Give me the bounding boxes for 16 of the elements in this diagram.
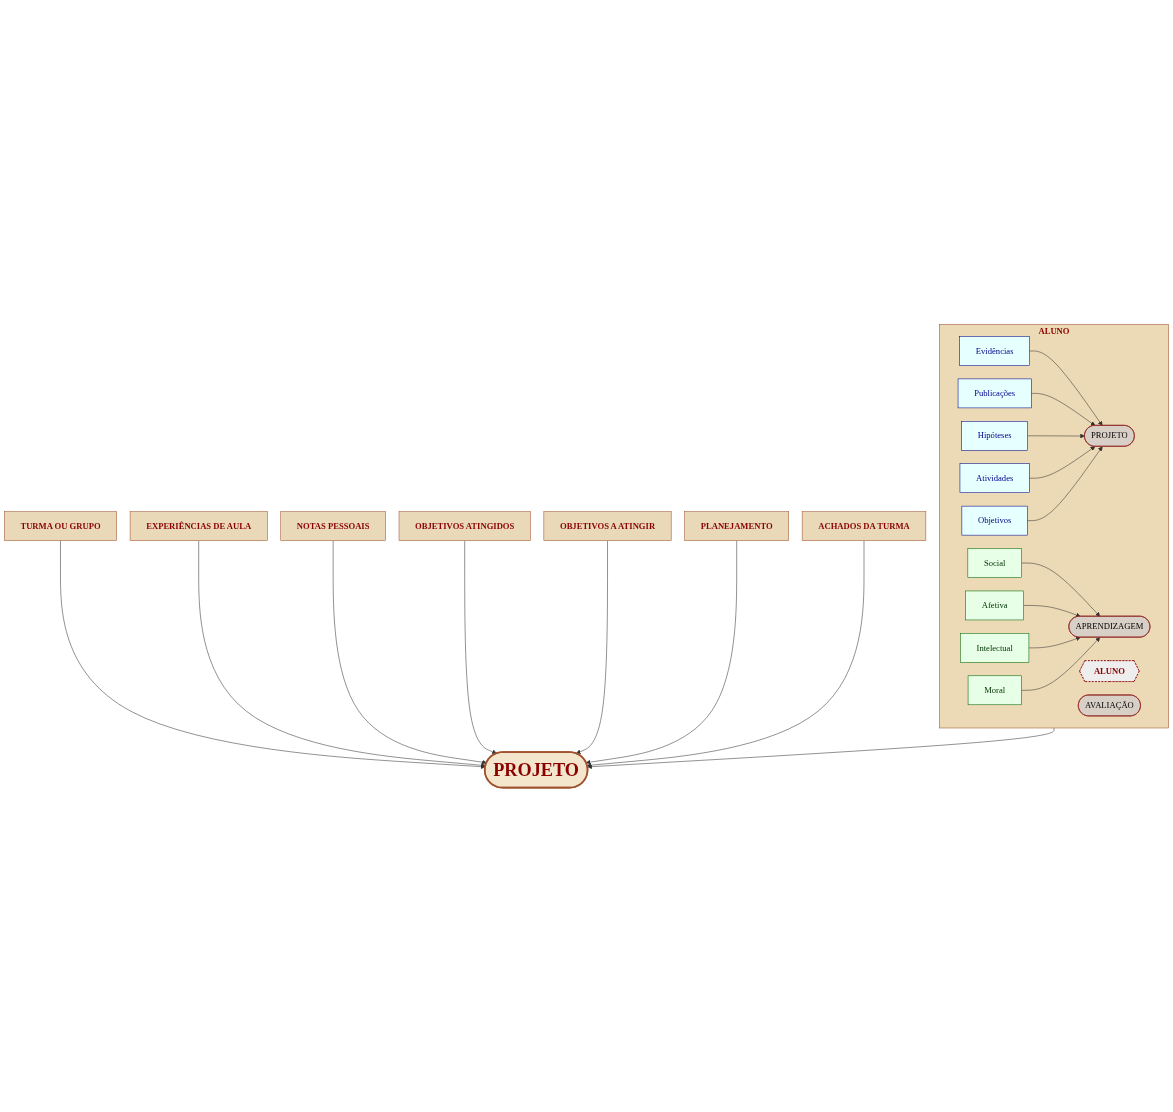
node-box: OBJETIVOS ATINGIDOS bbox=[398, 511, 531, 541]
node-box: Publicações bbox=[957, 378, 1032, 409]
node-box: TURMA OU GRUPO bbox=[4, 511, 117, 541]
node-box: OBJETIVOS A ATINGIR bbox=[543, 511, 672, 541]
node-box: NOTAS PESSOAIS bbox=[280, 511, 386, 541]
node-box: EXPERIÊNCIAS DE AULA bbox=[129, 511, 268, 541]
node-box: ACHADOS DA TURMA bbox=[801, 511, 927, 541]
node-box: Evidências bbox=[959, 336, 1030, 366]
node-box: PLANEJAMENTO bbox=[684, 511, 789, 541]
node-box: Objetivos bbox=[961, 505, 1028, 536]
node-box: Afetiva bbox=[965, 590, 1024, 621]
node-box: Social bbox=[967, 548, 1022, 578]
node-box: Intelectual bbox=[960, 633, 1030, 663]
node-box: Atividades bbox=[959, 463, 1030, 493]
node-box: Hipóteses bbox=[961, 421, 1028, 451]
node-box: Moral bbox=[967, 675, 1022, 706]
